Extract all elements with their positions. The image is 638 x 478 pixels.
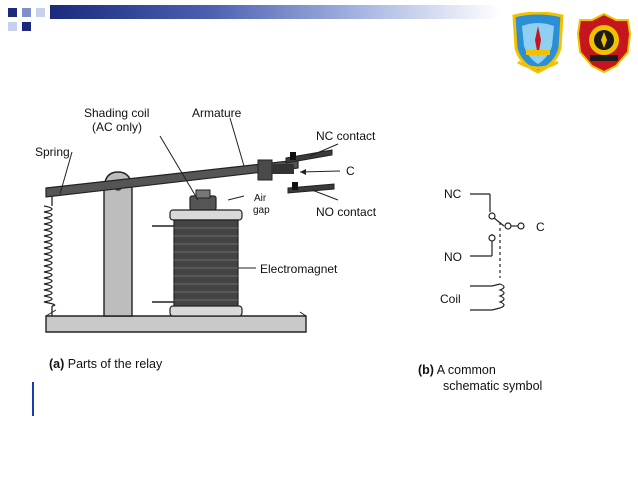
label-shading-coil-ac-only: (AC only) (92, 120, 143, 134)
armature-contact-block (257, 159, 273, 181)
label-gap: gap (253, 205, 270, 216)
relay-schematic-symbol (470, 193, 525, 311)
header-square (8, 8, 17, 17)
label-nc-contact: NC contact (316, 129, 376, 143)
caption-b-tag: (b) (418, 363, 434, 377)
caption-b-line1: A common (436, 363, 496, 377)
university-crest-logo (576, 12, 632, 74)
relay-pivot-post (103, 171, 133, 317)
regional-emblem-logo (512, 12, 564, 74)
electromagnet-winding (173, 219, 239, 309)
electromagnet-top-flange (169, 209, 243, 221)
header-gradient-stripe (50, 5, 500, 19)
label-shading-coil: Shading coil (84, 106, 150, 120)
electromagnet-bottom-flange (169, 305, 243, 317)
label-common-contact: C (346, 164, 355, 178)
spring (43, 194, 56, 316)
text-cursor-accent-bar (32, 382, 34, 416)
label-electromagnet: Electromagnet (260, 262, 338, 276)
header-square (22, 8, 31, 17)
symbol-label-nc: NC (444, 187, 462, 201)
caption-a-tag: (a) (49, 357, 65, 371)
symbol-label-no: NO (444, 250, 462, 264)
caption-a: (a) Parts of the relay (49, 356, 162, 372)
header-square (8, 22, 17, 31)
armature-bar (45, 159, 299, 198)
slide-header-decoration (0, 0, 638, 40)
no-contact-strip (287, 183, 335, 194)
symbol-label-coil: Coil (440, 292, 461, 306)
caption-b: (b) A common (418, 362, 496, 378)
caption-a-text: Parts of the relay (67, 357, 163, 371)
label-air: Air (254, 193, 267, 204)
relay-base (45, 315, 307, 333)
header-square (22, 22, 31, 31)
header-square (36, 8, 45, 17)
label-armature: Armature (192, 106, 242, 120)
caption-b-line2: schematic symbol (443, 379, 543, 393)
symbol-label-c: C (536, 220, 545, 234)
label-no-contact: NO contact (316, 205, 377, 219)
label-spring: Spring (35, 145, 70, 159)
